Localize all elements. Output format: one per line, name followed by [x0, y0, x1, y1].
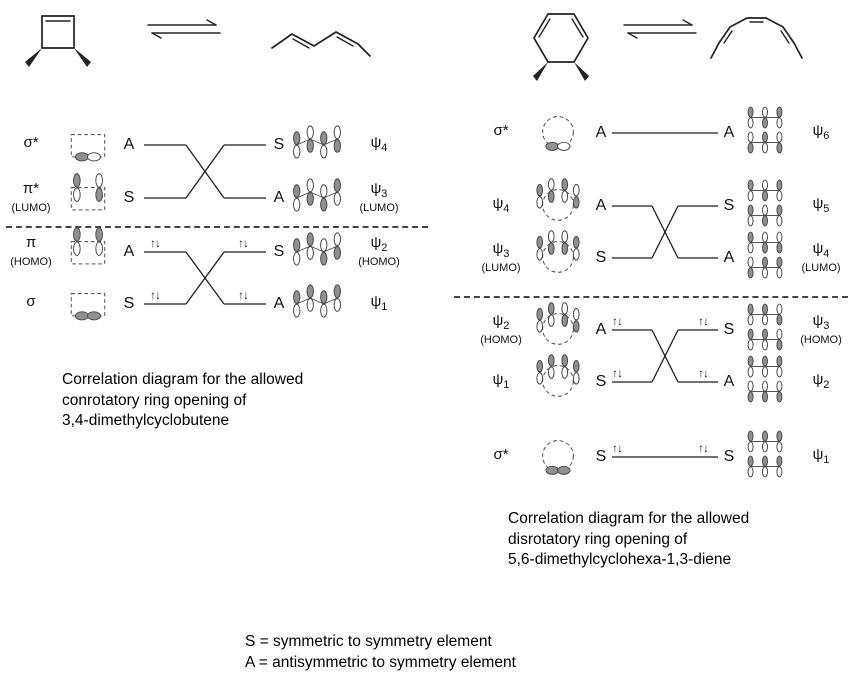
correlation-lines-right: [612, 132, 718, 458]
symmetry-label: A: [723, 373, 735, 390]
level-label-psi4: ψ4: [370, 133, 388, 154]
electron-pair-icon: ↑↓: [238, 236, 249, 250]
symmetry-label: A: [273, 295, 285, 312]
level-label-psi3: ψ3 (HOMO): [800, 312, 842, 347]
level-label-psi5: ψ5: [812, 194, 830, 215]
orbital-icon-hexatriene-psi2: [738, 354, 792, 404]
cyclobutene-structure: [25, 15, 91, 67]
orbital-icon-cyclobutene-sigma: [62, 278, 114, 324]
orbital-icon-cyclohexadiene-sigma: [530, 429, 586, 479]
level-label-pi: π (HOMO): [10, 234, 52, 269]
electron-pair-icon: ↑↓: [612, 314, 623, 328]
equilibrium-arrows-icon: [623, 19, 697, 39]
orbital-icon-butadiene-psi4: [288, 119, 346, 165]
level-label-psi1: ψ1: [370, 292, 388, 313]
symmetry-label: A: [595, 321, 607, 338]
electron-pair-icon: ↑↓: [238, 288, 249, 302]
orbital-icon-cyclohexadiene-psi2: [530, 302, 586, 352]
symmetry-label: A: [595, 124, 607, 141]
symmetry-label: A: [273, 189, 285, 206]
level-label-psi4: ψ4 (LUMO): [801, 240, 841, 275]
electron-pair-icon: ↑↓: [698, 441, 709, 455]
cyclohexadiene-structure: [533, 13, 589, 81]
orbital-icon-hexatriene-psi1: [738, 429, 792, 479]
symmetry-label: S: [595, 249, 607, 266]
electron-pair-icon: ↑↓: [698, 314, 709, 328]
symmetry-label: S: [595, 448, 607, 465]
right-diagram-caption: Correlation diagram for the allowed disr…: [508, 510, 750, 568]
level-label-sigma: σ*: [493, 445, 509, 463]
orbital-icon-hexatriene-psi4: [738, 230, 792, 280]
orbital-icon-hexatriene-psi5: [738, 178, 792, 228]
hexatriene-structure: [710, 17, 803, 59]
hexadiene-structure: [271, 31, 371, 57]
symmetry-label: S: [123, 189, 135, 206]
symmetry-label: A: [723, 124, 735, 141]
level-label-psi3: ψ3 (LUMO): [359, 180, 399, 215]
orbital-icon-cyclohexadiene-sigma-star: [530, 105, 586, 155]
electron-pair-icon: ↑↓: [612, 441, 623, 455]
symmetry-label: A: [123, 136, 135, 153]
orbital-icon-butadiene-psi3: [288, 172, 346, 218]
orbital-icon-cyclohexadiene-psi4: [530, 178, 586, 228]
level-label-psi3: ψ3 (LUMO): [481, 240, 521, 275]
level-label-psi2: ψ2 (HOMO): [480, 312, 522, 347]
level-label-sigma-star: σ*: [493, 121, 509, 139]
orbital-icon-hexatriene-psi6: [738, 105, 792, 155]
orbital-icon-cyclohexadiene-psi3: [530, 230, 586, 280]
symmetry-label: A: [723, 249, 735, 266]
electron-pair-icon: ↑↓: [612, 366, 623, 380]
symmetry-legend: S = symmetric to symmetry element A = an…: [245, 633, 516, 671]
symmetry-label: S: [723, 321, 735, 338]
level-label-sigma: σ: [26, 292, 36, 310]
left-diagram-caption: Correlation diagram for the allowed conr…: [62, 371, 304, 429]
orbital-icon-butadiene-psi2: [288, 226, 346, 272]
orbital-icon-butadiene-psi1: [288, 278, 346, 324]
orbital-icon-cyclohexadiene-psi1: [530, 354, 586, 404]
level-label-pi-star: π* (LUMO): [11, 180, 51, 215]
symmetry-label: S: [723, 197, 735, 214]
symmetry-label: S: [273, 136, 285, 153]
level-label-psi4: ψ4: [492, 194, 510, 215]
symmetry-label: A: [123, 243, 135, 260]
symmetry-label: S: [123, 295, 135, 312]
orbital-icon-cyclobutene-pi-star: [62, 172, 114, 218]
level-label-psi2: ψ2 (HOMO): [358, 234, 400, 269]
orbital-icon-cyclobutene-sigma-star: [62, 119, 114, 165]
electron-pair-icon: ↑↓: [698, 366, 709, 380]
level-label-psi1: ψ1: [492, 370, 510, 391]
orbital-icon-hexatriene-psi3: [738, 302, 792, 352]
orbital-icon-cyclobutene-pi: [62, 226, 114, 272]
symmetry-label: S: [273, 243, 285, 260]
energy-divider-dashed-line: [454, 296, 848, 298]
energy-divider-dashed-line: [6, 226, 428, 228]
electron-pair-icon: ↑↓: [150, 288, 161, 302]
symmetry-label: S: [595, 373, 607, 390]
correlation-lines-left: [144, 144, 266, 305]
symmetry-label: S: [723, 448, 735, 465]
electron-pair-icon: ↑↓: [150, 236, 161, 250]
equilibrium-arrows-icon: [147, 19, 221, 39]
level-label-psi1: ψ1: [812, 445, 830, 466]
level-label-psi6: ψ6: [812, 121, 830, 142]
level-label-psi2: ψ2: [812, 370, 830, 391]
level-label-sigma-star: σ*: [23, 133, 39, 151]
symmetry-label: A: [595, 197, 607, 214]
